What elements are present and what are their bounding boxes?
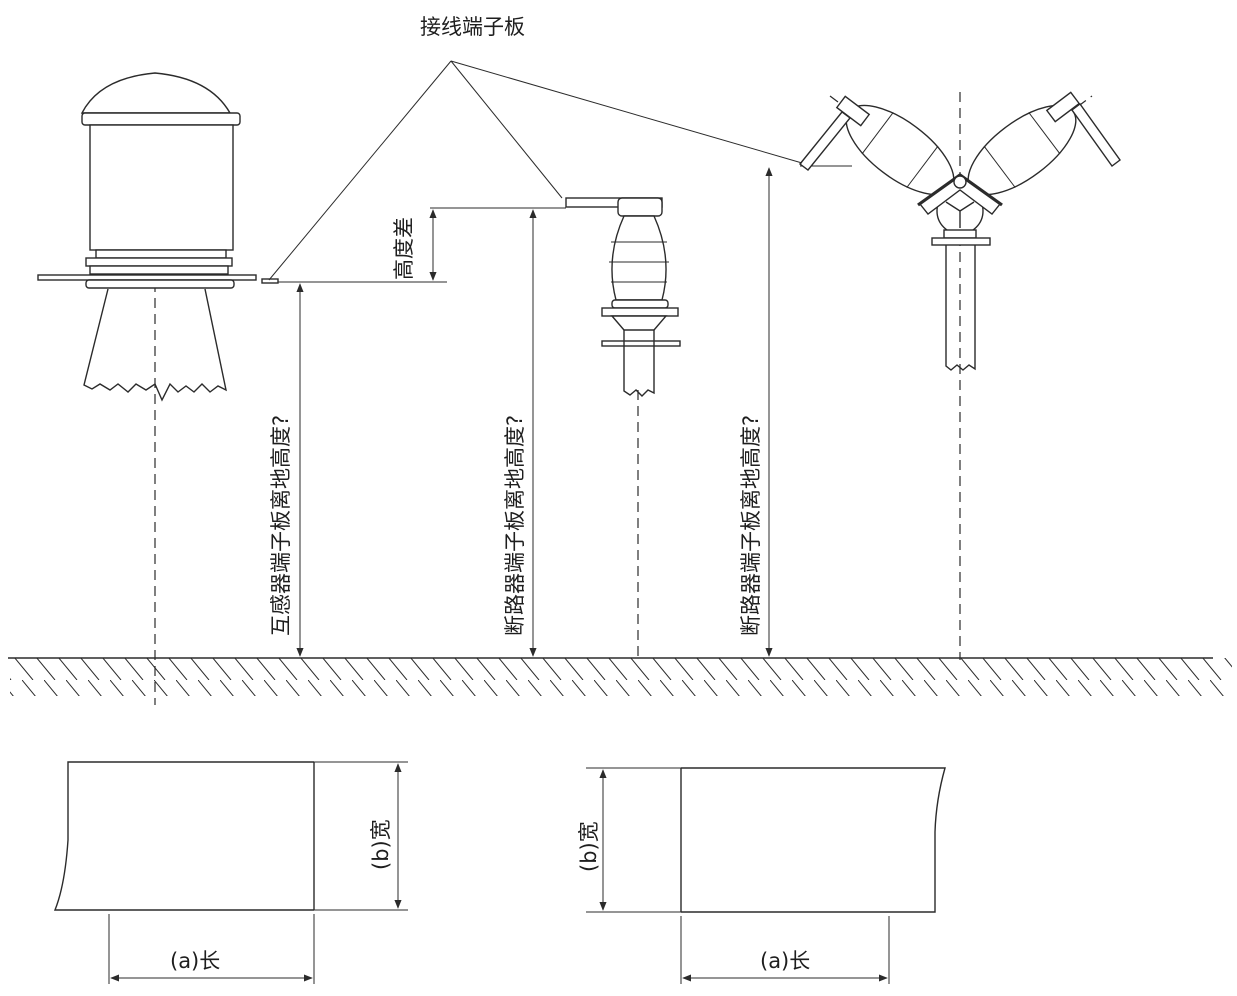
board-plan-left: (b)宽 (a)长 xyxy=(53,761,408,984)
breaker2-terminal-board xyxy=(798,111,852,171)
ground xyxy=(0,657,1237,706)
ct-dome xyxy=(80,72,232,114)
length-label-left: (a)长 xyxy=(170,949,220,973)
ct-height-label: 互感器端子板离地高度? xyxy=(269,415,293,636)
breaker2-height-label: 断路器端子板离地高度? xyxy=(739,415,763,636)
ct-flange xyxy=(37,274,257,281)
board-left-outline xyxy=(53,761,314,911)
board-right-outline xyxy=(681,767,946,913)
height-diff-label: 高度差 xyxy=(392,217,416,280)
circuit-breaker-right xyxy=(798,91,1121,660)
width-label-right: (b)宽 xyxy=(577,821,601,872)
current-transformer xyxy=(37,72,447,705)
circuit-breaker-middle xyxy=(430,197,681,660)
breaker1-height-label: 断路器端子板离地高度? xyxy=(503,415,527,636)
length-label-right: (a)长 xyxy=(760,949,810,973)
ct-terminal-board xyxy=(261,278,279,284)
dimension-lines xyxy=(296,167,773,657)
board-plan-right: (b)宽 (a)长 xyxy=(577,767,946,984)
terminal-board-label: 接线端子板 xyxy=(420,15,525,39)
width-label-left: (b)宽 xyxy=(369,819,393,870)
terminal-board-leaders xyxy=(268,60,803,281)
